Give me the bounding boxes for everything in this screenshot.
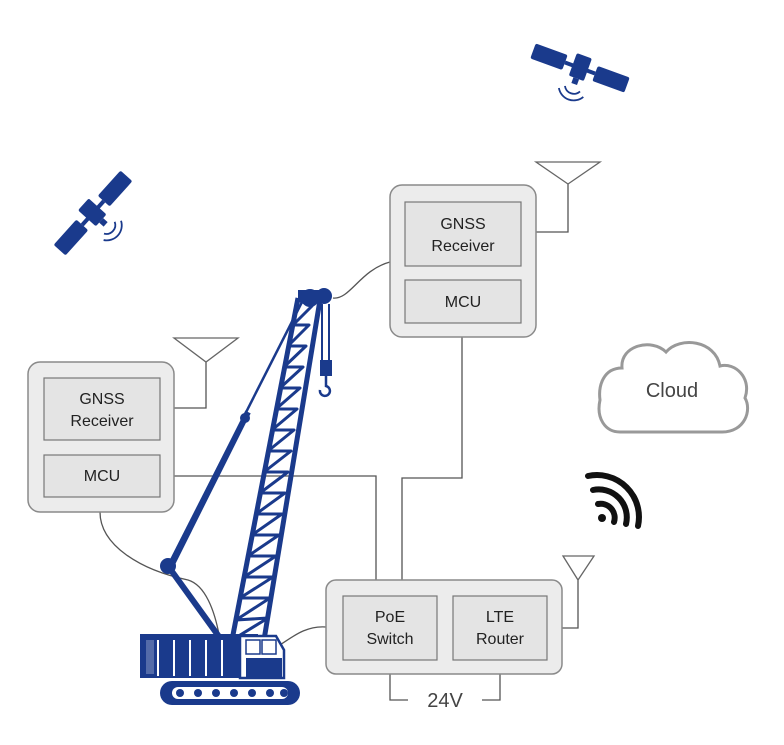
left-mcu — [43, 454, 161, 498]
top-sensor-unit: GNSS Receiver MCU — [389, 184, 537, 338]
lte-router-label-1: LTE — [486, 609, 514, 626]
cable-boom-to-top-unit — [332, 261, 391, 299]
top-gnss-label-1: GNSS — [440, 216, 485, 233]
left-gnss-label-2: Receiver — [70, 413, 134, 430]
antenna-icon — [533, 161, 603, 185]
poe-switch-label-1: PoE — [375, 609, 405, 626]
antenna-icon — [561, 555, 596, 582]
crane-body — [140, 634, 286, 680]
crane-track — [160, 681, 300, 705]
poe-switch-label-2: Switch — [366, 631, 413, 648]
top-gnss-receiver — [404, 201, 522, 267]
cable-left-unit-to-crane — [99, 511, 221, 641]
poe-switch — [342, 595, 438, 661]
left-gnss-receiver — [43, 377, 161, 441]
crane-hook — [318, 304, 332, 398]
left-sensor-unit: GNSS Receiver MCU — [27, 361, 175, 513]
cloud-label: Cloud — [646, 380, 698, 402]
crawler-crane-icon — [140, 288, 332, 705]
lte-router — [452, 595, 548, 661]
power-label: 24V — [427, 690, 463, 712]
left-gnss-label-1: GNSS — [79, 391, 124, 408]
top-mcu-label: MCU — [445, 294, 481, 311]
wireless-signal-icon — [585, 472, 642, 529]
wire-left-antenna — [160, 362, 207, 409]
top-gnss-label-2: Receiver — [431, 238, 495, 255]
left-mcu-label: MCU — [84, 468, 120, 485]
top-mcu — [404, 279, 522, 324]
wire-left-mcu-to-poe — [160, 475, 377, 596]
network-unit: PoE Switch LTE Router — [325, 579, 563, 675]
wire-top-mcu-to-poe — [401, 323, 463, 596]
satellite-icon — [530, 43, 630, 102]
antenna-icon — [172, 337, 240, 363]
cloud-icon: Cloud — [597, 341, 750, 434]
satellite-icon — [54, 171, 132, 255]
lte-router-label-2: Router — [476, 631, 525, 648]
crane-boom — [229, 297, 323, 642]
